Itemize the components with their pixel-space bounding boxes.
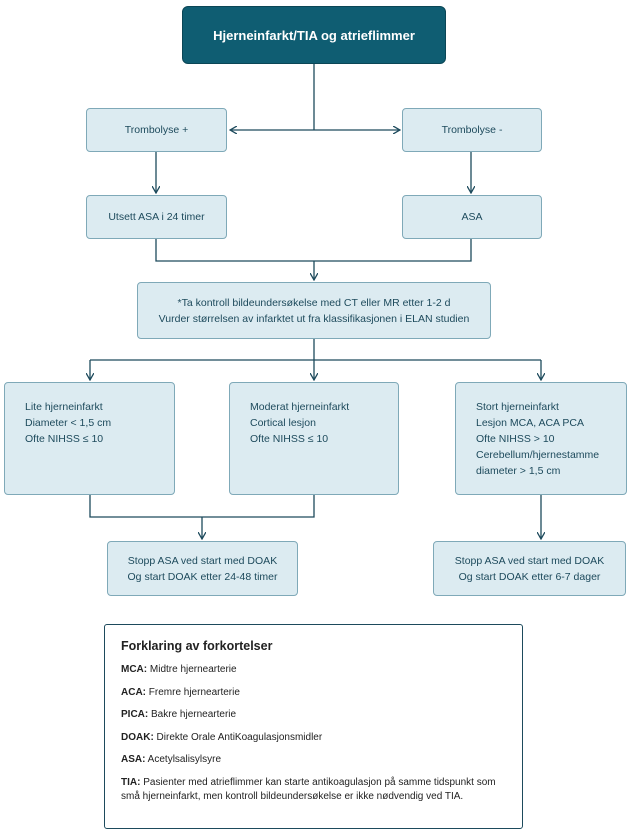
small-infarct-nihss: Ofte NIHSS ≤ 10 [25, 433, 104, 445]
legend-item-asa: ASA: Acetylsalisylsyre [121, 753, 508, 767]
small-infarct-diameter: Diameter < 1,5 cm [25, 417, 112, 429]
moderate-infarct-box: Moderat hjerneinfarkt Cortical lesjon Of… [229, 382, 399, 495]
large-infarct-title: Stort hjerneinfarkt [476, 401, 559, 413]
late-doak-line-2: Og start DOAK etter 6-7 dager [458, 570, 601, 583]
trombolyse-minus-box: Trombolyse - [402, 108, 542, 152]
legend-abbr: ACA: [121, 686, 146, 698]
trombolyse-plus-box: Trombolyse + [86, 108, 227, 152]
small-moderate-merge-line [89, 495, 315, 518]
utsett-asa-down-line [155, 239, 314, 262]
legend-text: Acetylsalisylsyre [145, 754, 222, 765]
control-imaging-box: *Ta kontroll bildeundersøkelse med CT el… [137, 282, 491, 339]
legend-item-doak: DOAK: Direkte Orale AntiKoagulasjonsmidl… [121, 731, 508, 745]
legend-abbr: DOAK: [121, 731, 154, 743]
asa-down-line [314, 239, 472, 262]
large-infarct-nihss: Ofte NIHSS > 10 [476, 433, 555, 445]
legend-item-pica: PICA: Bakre hjernearterie [121, 708, 508, 722]
legend-abbr: ASA: [121, 754, 146, 765]
moderate-infarct-nihss: Ofte NIHSS ≤ 10 [250, 433, 329, 445]
legend-item-mca: MCA: Midtre hjernearterie [121, 663, 508, 677]
legend-abbr: PICA: [121, 709, 149, 720]
flowchart-title: Hjerneinfarkt/TIA og atrieflimmer [213, 27, 415, 43]
asa-box: ASA [402, 195, 542, 239]
control-line-2: Vurder størrelsen av infarktet ut fra kl… [158, 312, 470, 325]
large-infarct-location: Cerebellum/hjernestamme [476, 449, 600, 461]
late-doak-box: Stopp ASA ved start med DOAK Og start DO… [433, 541, 626, 596]
legend-text: Pasienter med atrieflimmer kan starte an… [121, 776, 496, 802]
utsett-asa-label: Utsett ASA i 24 timer [108, 211, 205, 223]
early-doak-box: Stopp ASA ved start med DOAK Og start DO… [107, 541, 298, 596]
legend-abbr: TIA: [121, 776, 141, 788]
legend-item-aca: ACA: Fremre hjernearterie [121, 686, 508, 700]
legend-item-tia: TIA: Pasienter med atrieflimmer kan star… [121, 776, 508, 804]
legend-text: Bakre hjernearterie [148, 709, 237, 720]
flowchart-title-box: Hjerneinfarkt/TIA og atrieflimmer [182, 6, 446, 64]
late-doak-line-1: Stopp ASA ved start med DOAK [454, 554, 605, 567]
legend-text: Direkte Orale AntiKoagulasjonsmidler [153, 731, 323, 743]
legend-text: Fremre hjernearterie [146, 686, 240, 698]
asa-label: ASA [461, 211, 483, 223]
large-infarct-diameter: diameter > 1,5 cm [476, 465, 561, 477]
large-infarct-box: Stort hjerneinfarkt Lesjon MCA, ACA PCA … [455, 382, 627, 495]
trombolyse-minus-label: Trombolyse - [441, 124, 503, 136]
trombolyse-plus-label: Trombolyse + [124, 124, 189, 136]
legend-abbr: MCA: [121, 664, 148, 675]
early-doak-line-2: Og start DOAK etter 24-48 timer [127, 570, 278, 583]
small-infarct-title: Lite hjerneinfarkt [25, 401, 103, 413]
abbreviations-legend: Forklaring av forkortelser MCA: Midtre h… [104, 624, 523, 829]
moderate-infarct-lesion: Cortical lesjon [250, 417, 316, 429]
utsett-asa-box: Utsett ASA i 24 timer [86, 195, 227, 239]
large-infarct-lesion: Lesjon MCA, ACA PCA [476, 417, 584, 429]
early-doak-line-1: Stopp ASA ved start med DOAK [127, 554, 278, 567]
control-line-1: *Ta kontroll bildeundersøkelse med CT el… [177, 296, 451, 309]
moderate-infarct-title: Moderat hjerneinfarkt [250, 401, 350, 413]
small-infarct-box: Lite hjerneinfarkt Diameter < 1,5 cm Oft… [4, 382, 175, 495]
legend-title: Forklaring av forkortelser [121, 639, 273, 653]
legend-text: Midtre hjernearterie [147, 664, 237, 675]
